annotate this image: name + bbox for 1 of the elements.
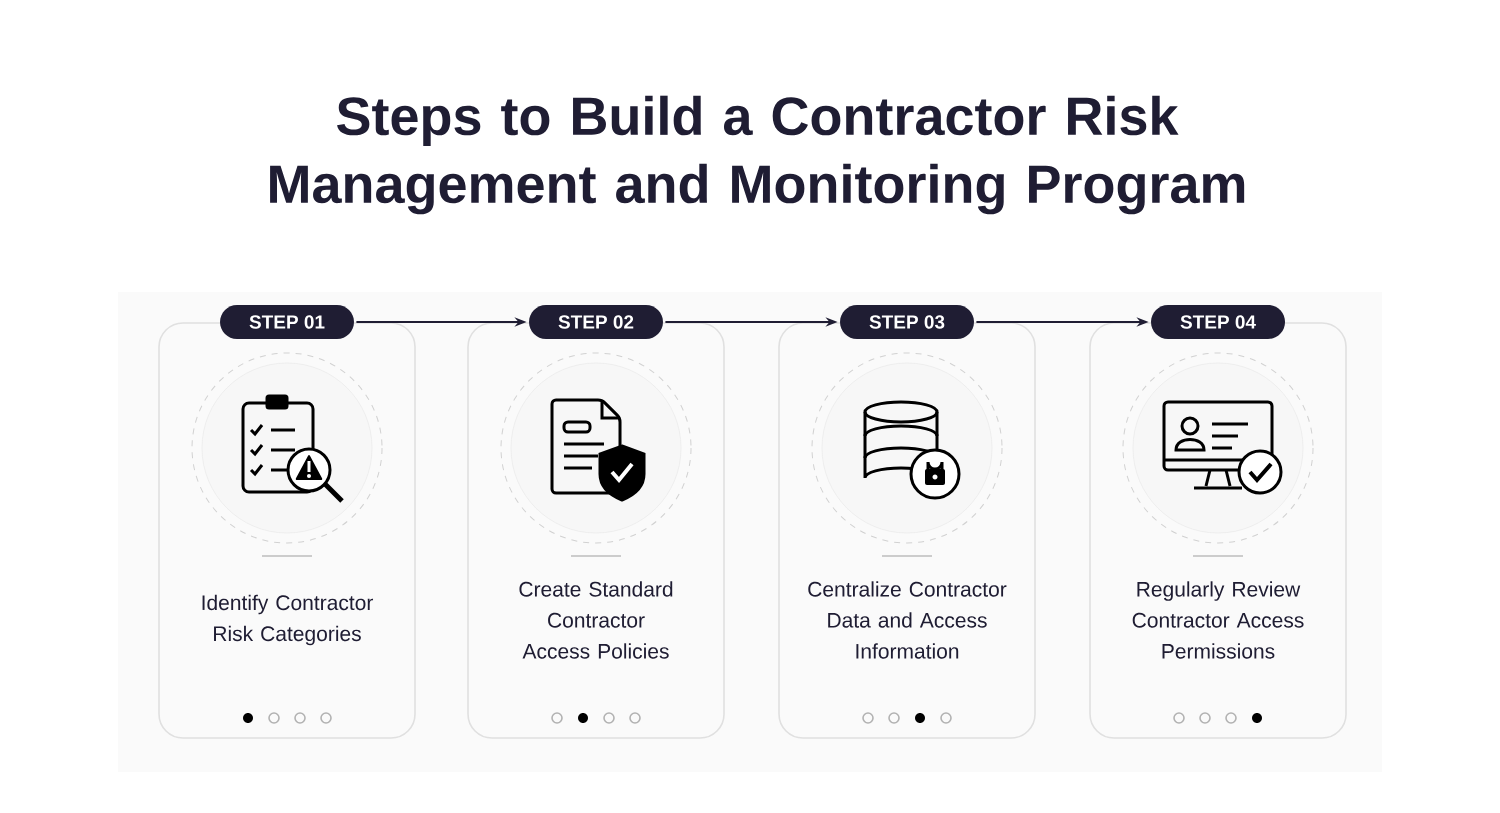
title: Steps to Build a Contractor Risk Management and Monitoring Program [270,95,1245,215]
